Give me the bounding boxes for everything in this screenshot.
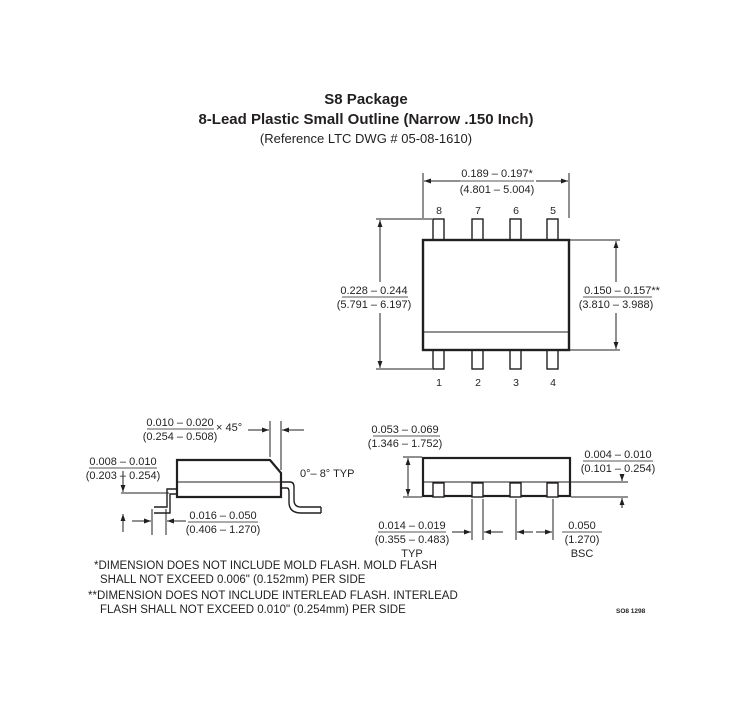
side-view-front bbox=[403, 456, 628, 540]
pin-label: 1 bbox=[436, 377, 442, 389]
dim-pitch-suffix: BSC bbox=[571, 548, 594, 560]
pin-numbers: 8 7 6 5 1 2 3 4 bbox=[436, 205, 556, 389]
top-view bbox=[376, 173, 620, 370]
dim-chamfer-mm: (0.254 – 0.508) bbox=[143, 431, 218, 443]
pin-label: 3 bbox=[513, 377, 519, 389]
gull-wing-lead bbox=[281, 481, 321, 514]
dim-standoff-inch: 0.004 – 0.010 bbox=[584, 449, 651, 461]
pin-label: 6 bbox=[513, 205, 519, 217]
package-body-front bbox=[421, 456, 572, 498]
package-reference: (Reference LTC DWG # 05-08-1610) bbox=[259, 131, 473, 146]
drawing-code: SO8 1298 bbox=[616, 608, 646, 615]
dim-pitch-mm: (1.270) bbox=[565, 534, 600, 546]
dim-chamfer-inch: 0.010 – 0.020 bbox=[146, 417, 213, 429]
dim-foot-length-mm: (0.406 – 1.270) bbox=[186, 524, 261, 536]
note-interlead-flash-line1: **DIMENSION DOES NOT INCLUDE INTERLEAD F… bbox=[88, 590, 458, 602]
package-description: 8-Lead Plastic Small Outline (Narrow .15… bbox=[198, 111, 534, 128]
dim-length-mm: (4.801 – 5.004) bbox=[460, 184, 535, 196]
dim-lead-thickness-mm: (0.203 – 0.254) bbox=[86, 470, 161, 482]
dim-length-inch: 0.189 – 0.197* bbox=[461, 168, 533, 180]
pin-label: 4 bbox=[550, 377, 556, 389]
lead-angle: 0°– 8° TYP bbox=[300, 468, 354, 480]
package-title: S8 Package bbox=[324, 91, 408, 108]
dim-lead-thickness-inch: 0.008 – 0.010 bbox=[89, 456, 156, 468]
dim-standoff-mm: (0.101 – 0.254) bbox=[581, 463, 656, 475]
dim-body-width-inch: 0.150 – 0.157** bbox=[584, 285, 661, 297]
bottom-leads bbox=[432, 348, 559, 370]
pin-label: 2 bbox=[475, 377, 481, 389]
note-interlead-flash-line2: FLASH SHALL NOT EXCEED 0.010" (0.254mm) … bbox=[100, 604, 406, 616]
note-mold-flash-line1: *DIMENSION DOES NOT INCLUDE MOLD FLASH. … bbox=[94, 560, 437, 572]
package-body-side bbox=[175, 458, 283, 499]
pin-label: 8 bbox=[436, 205, 442, 217]
pin-label: 7 bbox=[475, 205, 481, 217]
pin-label: 5 bbox=[550, 205, 556, 217]
dim-lead-width-inch: 0.014 – 0.019 bbox=[378, 520, 445, 532]
side-view-end bbox=[120, 421, 322, 535]
dim-overall-width-mm: (5.791 – 6.197) bbox=[337, 299, 412, 311]
package-body-top bbox=[421, 238, 571, 352]
note-mold-flash-line2: SHALL NOT EXCEED 0.006" (0.152mm) PER SI… bbox=[100, 574, 366, 586]
dim-foot-length-inch: 0.016 – 0.050 bbox=[189, 510, 256, 522]
top-leads bbox=[432, 218, 559, 241]
dim-lead-width-mm: (0.355 – 0.483) bbox=[375, 534, 450, 546]
dim-chamfer-angle: × 45° bbox=[216, 422, 242, 434]
dim-lead-width-suffix: TYP bbox=[401, 548, 422, 560]
dim-pitch-inch: 0.050 bbox=[568, 520, 596, 532]
dim-height-inch: 0.053 – 0.069 bbox=[371, 424, 438, 436]
dim-overall-width-inch: 0.228 – 0.244 bbox=[340, 285, 407, 297]
dim-height-mm: (1.346 – 1.752) bbox=[368, 438, 443, 450]
dim-body-width-mm: (3.810 – 3.988) bbox=[579, 299, 654, 311]
